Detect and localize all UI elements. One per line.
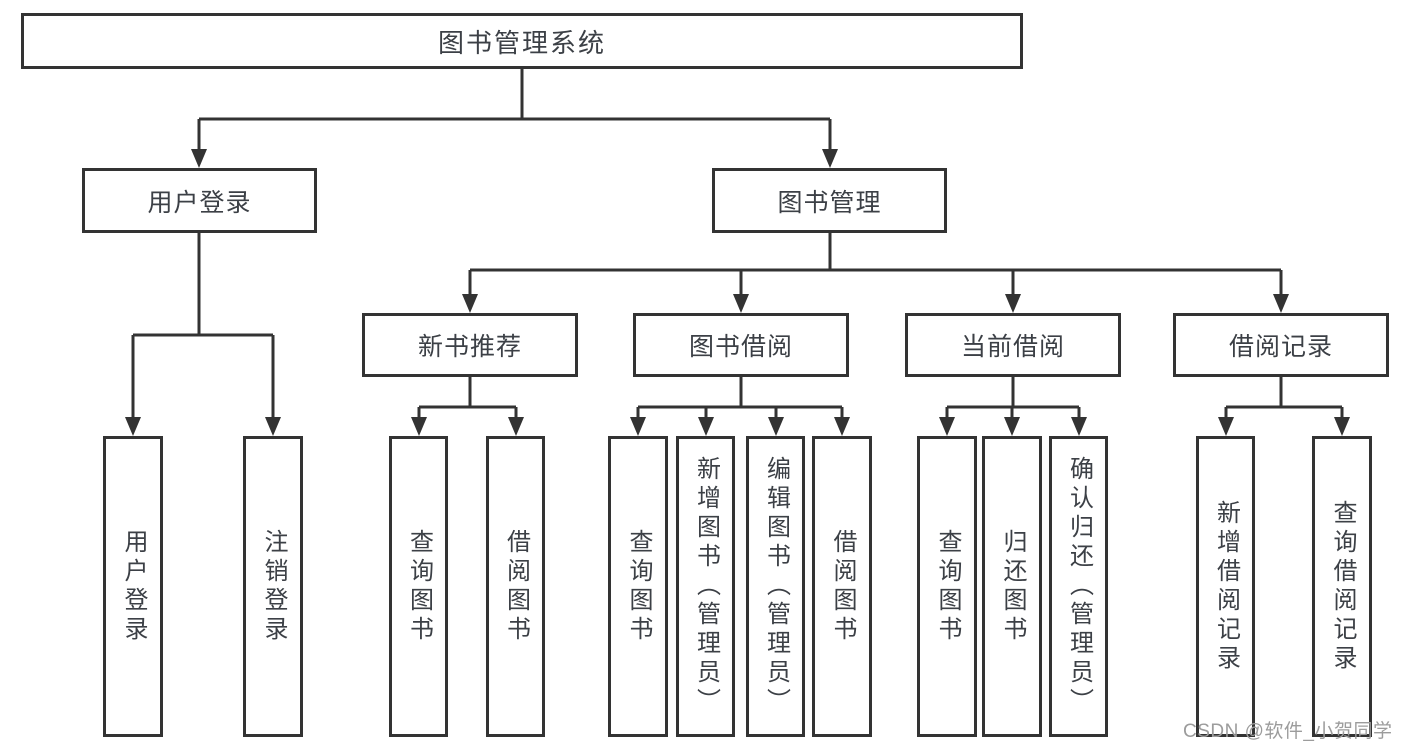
node-user-login: 用户登录 <box>82 168 317 233</box>
connector-root-trunk <box>197 69 832 150</box>
connector-book-management <box>468 233 1283 295</box>
arrowhead <box>125 417 141 436</box>
arrowhead <box>1071 417 1087 436</box>
arrowhead <box>939 417 955 436</box>
arrowhead <box>834 417 850 436</box>
node-new-book-recommend: 新书推荐 <box>362 313 578 377</box>
connector-borrowing-records <box>1224 377 1344 418</box>
arrowhead <box>698 417 714 436</box>
arrowhead <box>733 294 749 313</box>
node-borrowing-borrow-books: 借阅图书 <box>812 436 872 737</box>
connector-new-book-recommend <box>417 377 518 418</box>
arrowhead <box>768 417 784 436</box>
node-recommend-borrow-books: 借阅图书 <box>486 436 545 737</box>
node-return-books: 归还图书 <box>982 436 1042 737</box>
node-logout: 注销登录 <box>243 436 303 737</box>
node-user-login-leaf: 用户登录 <box>103 436 163 737</box>
arrowhead <box>411 417 427 436</box>
node-current-borrowing: 当前借阅 <box>905 313 1121 377</box>
node-book-management: 图书管理 <box>712 168 947 233</box>
connector-book-borrowing <box>636 377 844 418</box>
node-current-query-books: 查询图书 <box>917 436 977 737</box>
arrowhead <box>462 294 478 313</box>
arrowhead <box>1004 417 1020 436</box>
node-confirm-return-admin: 确认归还（管理员） <box>1049 436 1108 737</box>
arrowhead <box>630 417 646 436</box>
arrowhead <box>1334 417 1350 436</box>
csdn-watermark: CSDN @软件_小贺同学 <box>1183 721 1393 742</box>
node-edit-book-admin: 编辑图书（管理员） <box>746 436 805 737</box>
arrowhead <box>1273 294 1289 313</box>
arrowhead <box>508 417 524 436</box>
node-borrowing-records: 借阅记录 <box>1173 313 1389 377</box>
arrowhead <box>822 149 838 168</box>
arrowhead <box>1005 294 1021 313</box>
node-add-borrow-record: 新增借阅记录 <box>1196 436 1255 737</box>
node-borrowing-query-books: 查询图书 <box>608 436 668 737</box>
node-query-borrow-record: 查询借阅记录 <box>1312 436 1372 737</box>
connector-current-borrowing <box>945 377 1081 418</box>
arrowhead <box>265 417 281 436</box>
arrowhead <box>191 149 207 168</box>
node-book-borrowing: 图书借阅 <box>633 313 849 377</box>
node-library-system: 图书管理系统 <box>21 13 1023 69</box>
arrowhead <box>1218 417 1234 436</box>
node-recommend-query-books: 查询图书 <box>389 436 448 737</box>
connector-user-login <box>131 233 275 418</box>
node-add-book-admin: 新增图书（管理员） <box>676 436 735 737</box>
